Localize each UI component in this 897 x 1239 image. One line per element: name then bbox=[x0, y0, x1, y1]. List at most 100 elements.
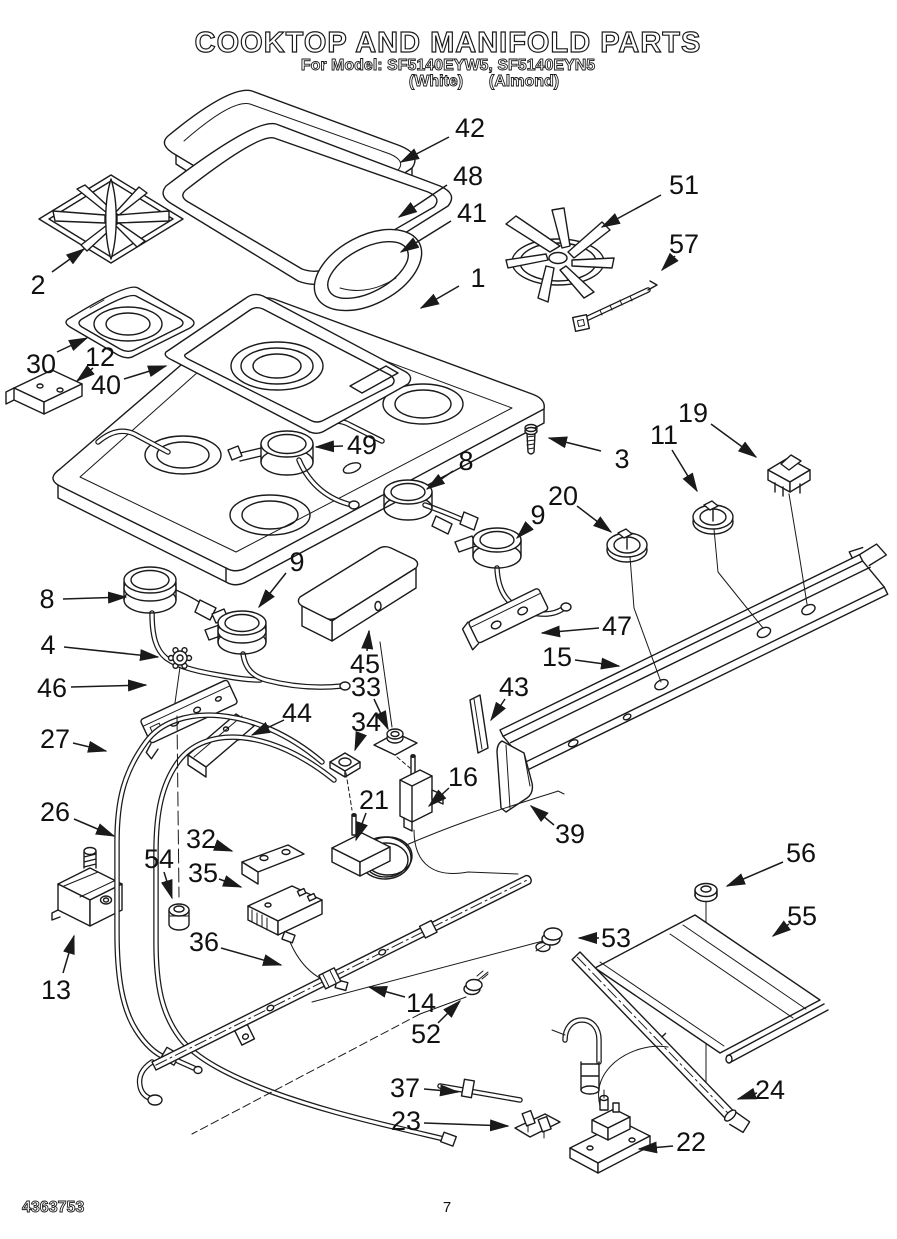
callout-number-40: 40 bbox=[91, 370, 121, 400]
callout-number-22: 22 bbox=[676, 1127, 706, 1157]
leader-line-30 bbox=[56, 337, 89, 353]
callout-number-53: 53 bbox=[601, 923, 631, 953]
leader-line-26 bbox=[73, 818, 116, 837]
leader-line-57 bbox=[660, 252, 679, 272]
callout-number-8: 8 bbox=[458, 446, 473, 476]
leader-line-36 bbox=[220, 947, 283, 966]
leader-line-1 bbox=[419, 285, 460, 309]
part-11-knob-bezel bbox=[692, 500, 734, 535]
leader-line-43 bbox=[490, 698, 506, 722]
callout-number-2: 2 bbox=[30, 270, 45, 300]
leader-line-13 bbox=[62, 934, 75, 974]
leader-line-49 bbox=[314, 440, 344, 453]
callout-number-12: 12 bbox=[85, 342, 115, 372]
callout-number-45: 45 bbox=[350, 649, 380, 679]
part-34-nut bbox=[329, 752, 361, 778]
assembly-alignment-lines bbox=[176, 641, 544, 1135]
leader-line-15 bbox=[574, 657, 621, 670]
page-footer: 4363753 7 bbox=[22, 1199, 452, 1217]
part-47-bracket bbox=[461, 588, 549, 651]
leader-line-14 bbox=[367, 986, 406, 998]
callout-number-55: 55 bbox=[787, 901, 817, 931]
part-22-pilot-assembly bbox=[569, 1045, 669, 1174]
leader-line-9 bbox=[258, 572, 287, 609]
callout-number-8: 8 bbox=[39, 584, 54, 614]
leader-line-47 bbox=[540, 625, 600, 638]
part-21-thermostat bbox=[331, 790, 565, 880]
callout-number-37: 37 bbox=[390, 1073, 420, 1103]
part-23-igniter-bracket bbox=[514, 1109, 561, 1139]
callout-number-26: 26 bbox=[40, 797, 70, 827]
leader-line-8 bbox=[425, 470, 454, 490]
callout-number-56: 56 bbox=[786, 838, 816, 868]
callout-number-20: 20 bbox=[548, 481, 578, 511]
callout-number-47: 47 bbox=[602, 611, 632, 641]
finish-white: (White) bbox=[409, 73, 463, 90]
callout-number-36: 36 bbox=[189, 927, 219, 957]
part-13-pressure-regulator bbox=[51, 846, 123, 927]
leader-line-3 bbox=[547, 436, 602, 452]
part-20-knob-bezel bbox=[606, 528, 648, 563]
leader-line-52 bbox=[437, 999, 462, 1024]
part-43-strip bbox=[469, 694, 489, 754]
leader-line-34 bbox=[354, 731, 367, 752]
part-54-orifice-spud bbox=[168, 903, 190, 931]
callout-number-57: 57 bbox=[669, 229, 699, 259]
part-8-9-left-burners bbox=[123, 566, 351, 691]
page-number: 7 bbox=[443, 1199, 451, 1216]
callout-number-4: 4 bbox=[40, 630, 55, 660]
part-3-screw bbox=[524, 423, 538, 455]
callout-number-43: 43 bbox=[499, 672, 529, 702]
part-32-bracket bbox=[241, 844, 305, 885]
callout-number-15: 15 bbox=[542, 642, 572, 672]
callout-number-33: 33 bbox=[351, 672, 381, 702]
model-line: For Model: SF5140EYW5, SF5140EYN5 bbox=[301, 57, 595, 74]
leader-line-40 bbox=[123, 365, 168, 380]
leader-line-45 bbox=[361, 629, 374, 652]
callout-number-19: 19 bbox=[678, 398, 708, 428]
page-header: COOKTOP AND MANIFOLD PARTS For Model: SF… bbox=[194, 26, 701, 90]
callout-number-52: 52 bbox=[411, 1019, 441, 1049]
leader-line-46 bbox=[70, 679, 148, 692]
callout-number-39: 39 bbox=[555, 819, 585, 849]
callout-number-32: 32 bbox=[186, 824, 216, 854]
exploded-view-artwork bbox=[5, 89, 889, 1174]
part-55-heat-shield bbox=[594, 914, 829, 1064]
callout-number-46: 46 bbox=[37, 673, 67, 703]
part-52-screw bbox=[463, 970, 489, 996]
part-51-grate bbox=[505, 207, 615, 303]
callout-number-48: 48 bbox=[453, 161, 483, 191]
leader-line-32 bbox=[213, 839, 234, 852]
leader-line-48 bbox=[397, 184, 448, 218]
part-40-burner-frame bbox=[164, 293, 412, 434]
part-14-manifold-pipe bbox=[136, 874, 532, 1106]
leader-line-23 bbox=[423, 1119, 510, 1132]
callout-number-54: 54 bbox=[144, 844, 174, 874]
leader-line-24 bbox=[736, 1087, 758, 1100]
leader-line-20 bbox=[576, 505, 613, 533]
leader-line-4 bbox=[63, 646, 160, 662]
leader-line-21 bbox=[355, 812, 368, 842]
callout-number-42: 42 bbox=[455, 113, 485, 143]
part-26-gas-tube bbox=[153, 734, 457, 1147]
callout-number-21: 21 bbox=[359, 785, 389, 815]
part-49-burner-assembly bbox=[227, 430, 360, 510]
part-45-cover bbox=[297, 546, 419, 642]
part-37-venturi-tube bbox=[437, 1017, 602, 1103]
callout-number-35: 35 bbox=[188, 858, 218, 888]
leader-line-11 bbox=[671, 449, 698, 493]
leader-line-33 bbox=[373, 698, 389, 731]
leader-line-27 bbox=[72, 740, 108, 753]
part-57-cable-tie bbox=[571, 280, 658, 333]
leader-line-35 bbox=[218, 875, 243, 888]
part-19-rocker-switch bbox=[767, 454, 811, 497]
callout-number-9: 9 bbox=[289, 547, 304, 577]
callout-number-11: 11 bbox=[650, 420, 678, 450]
part-4-orifice-nut bbox=[167, 646, 193, 711]
leader-line-55 bbox=[771, 920, 791, 937]
bezel-alignment-lines bbox=[629, 493, 808, 683]
leader-line-8 bbox=[62, 591, 128, 604]
part-15-manifold-panel bbox=[499, 543, 889, 771]
